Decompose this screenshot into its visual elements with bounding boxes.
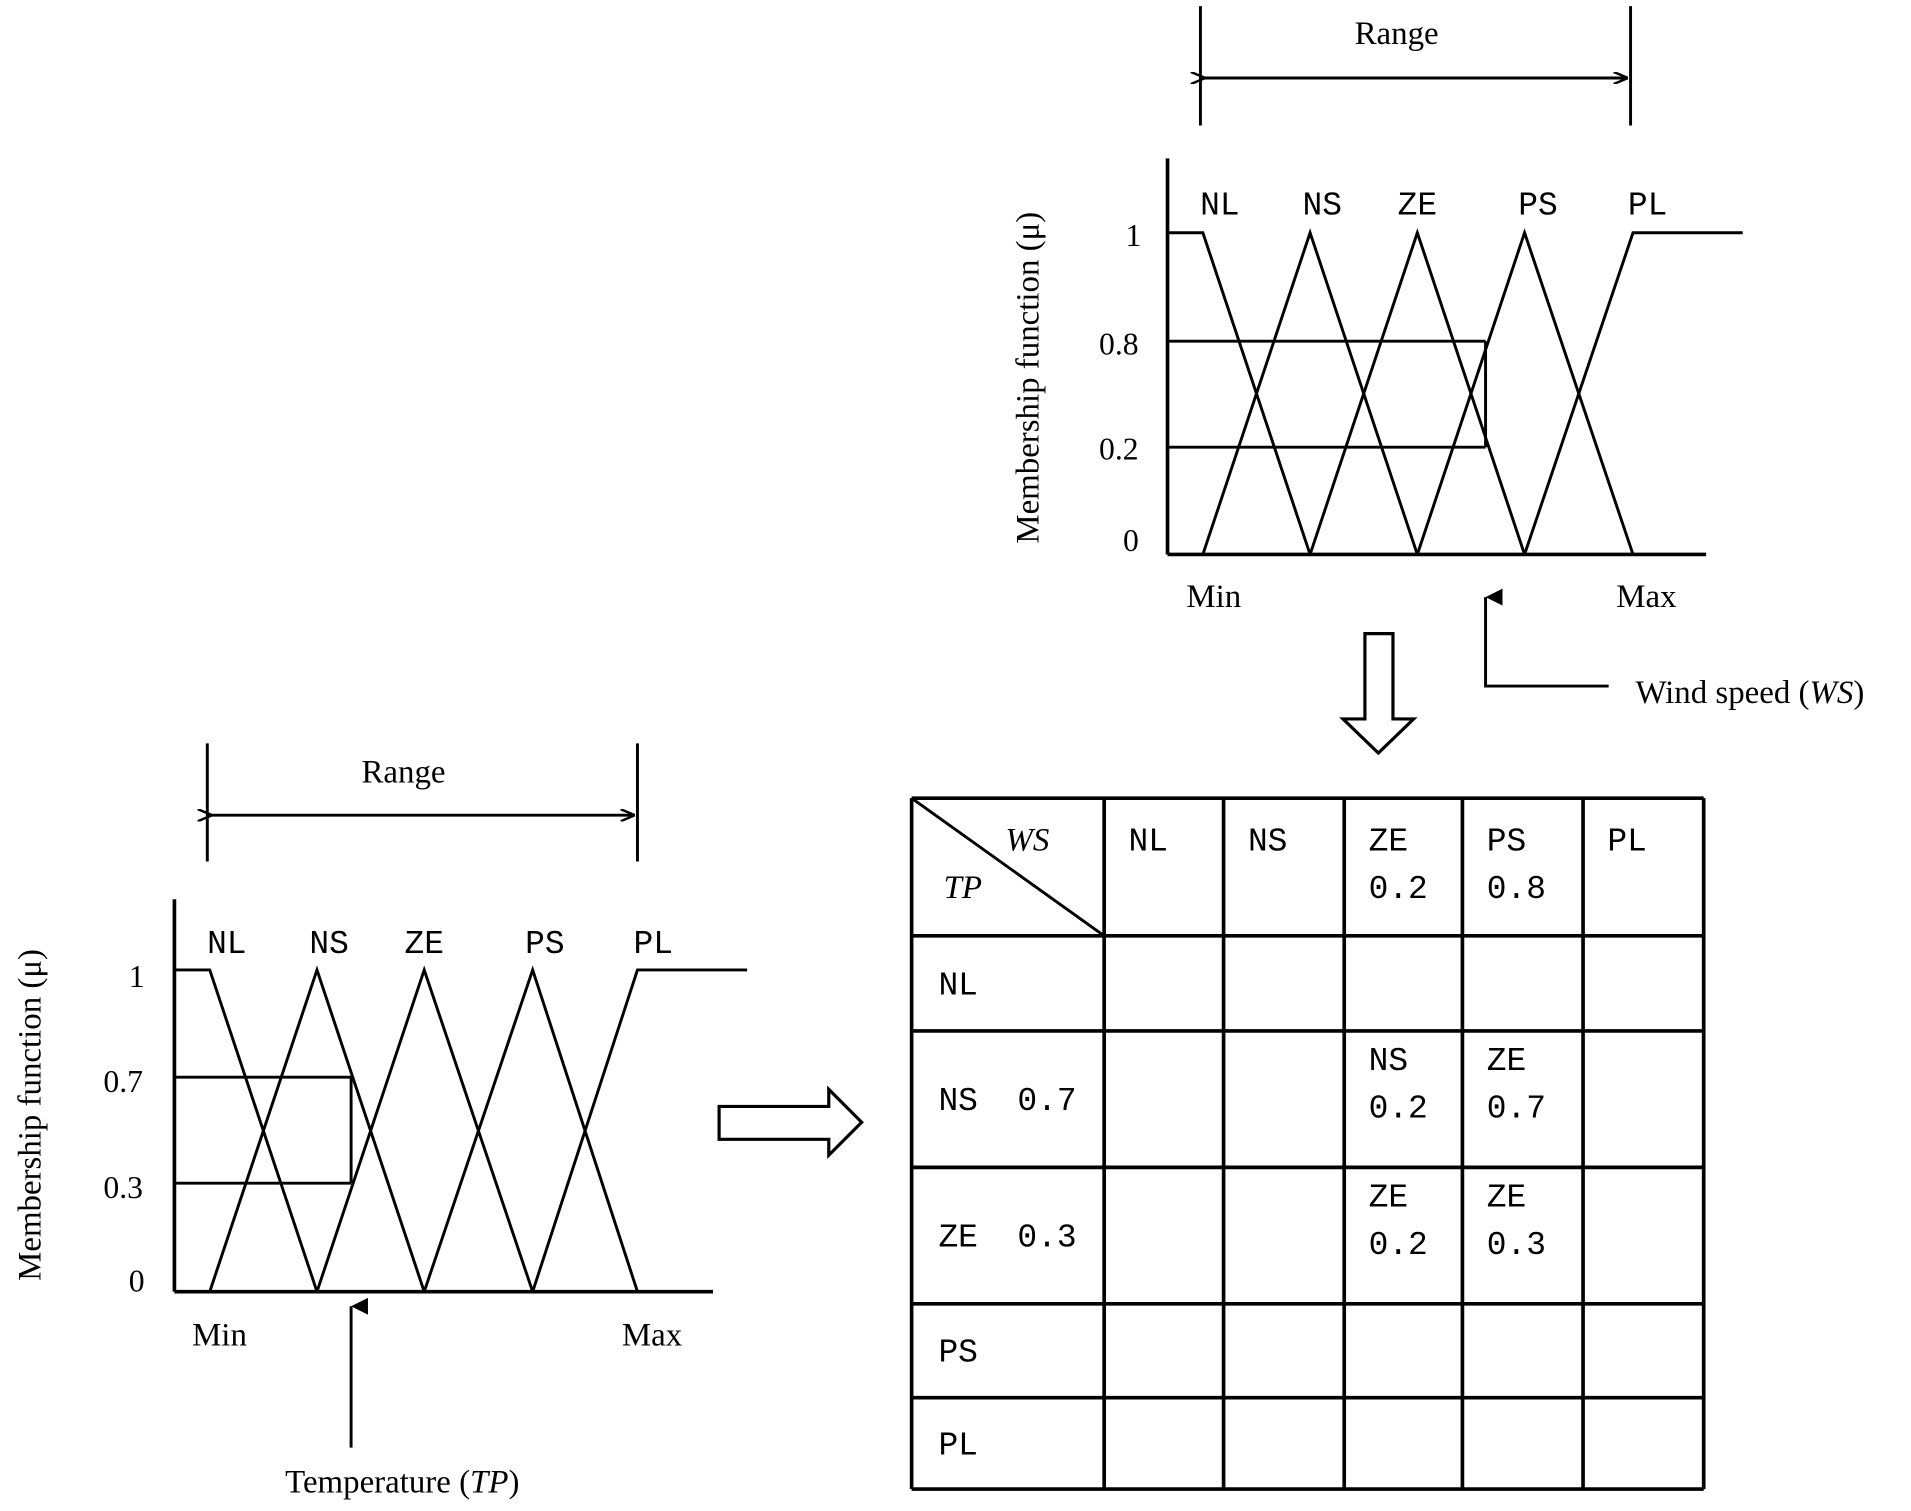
wind-speed-chart: Range Membership function (μ) 1 0.8 0.2 … [1010, 6, 1864, 711]
column-header: ZE [1369, 824, 1408, 861]
rule-cell-set: NS [1369, 1043, 1408, 1080]
mf-ze [315, 965, 535, 1293]
set-label-nl: NL [1200, 187, 1239, 224]
mf-ns [1201, 228, 1419, 555]
rule-cell-value: 0.7 [1487, 1090, 1546, 1127]
set-label-ze: ZE [1398, 187, 1437, 224]
row-header: NS 0.7 [938, 1083, 1076, 1120]
y-tick-label: 1 [1125, 218, 1141, 253]
column-header-value: 0.2 [1369, 871, 1428, 908]
mf-ze [1308, 228, 1526, 555]
y-tick-label: 0.7 [103, 1064, 143, 1099]
set-label-pl: PL [634, 926, 673, 963]
rule-cell-set: ZE [1369, 1179, 1408, 1216]
y-tick-label: 0.3 [103, 1170, 143, 1205]
mf-ps [422, 965, 639, 1293]
rule-cell-set: ZE [1487, 1043, 1526, 1080]
set-label-ns: NS [1303, 187, 1342, 224]
rule-cell-value: 0.2 [1369, 1090, 1428, 1127]
input-arrow [1484, 588, 1609, 688]
set-label-ze: ZE [404, 926, 443, 963]
set-label-nl: NL [207, 926, 246, 963]
set-label-pl: PL [1628, 187, 1667, 224]
corner-row-label: TP [944, 870, 982, 906]
row-header: PL [938, 1427, 977, 1464]
column-header-value: 0.8 [1487, 871, 1546, 908]
column-header: NS [1248, 824, 1287, 861]
x-max-label: Max [622, 1317, 683, 1353]
column-header: PL [1607, 824, 1646, 861]
set-label-ns: NS [309, 926, 348, 963]
mf-pl [531, 968, 748, 1293]
corner-col-label: WS [1005, 823, 1049, 859]
mf-ns [208, 965, 426, 1293]
column-header: PS [1487, 824, 1526, 861]
range-label: Range [361, 754, 445, 790]
rule-cell-value: 0.2 [1369, 1227, 1428, 1264]
mf-nl [1167, 231, 1312, 555]
y-axis-label: Membership function (μ) [12, 949, 48, 1281]
corner-diagonal [910, 796, 1106, 938]
x-min-label: Min [192, 1317, 247, 1353]
y-tick-label: 0 [1123, 523, 1139, 558]
rule-cell-value: 0.3 [1487, 1227, 1546, 1264]
mf-ps [1415, 228, 1635, 555]
down-arrow-icon [1339, 632, 1418, 756]
row-header: PS [938, 1335, 977, 1372]
x-max-label: Max [1616, 579, 1677, 615]
y-axis-label: Membership function (μ) [1010, 212, 1046, 544]
x-min-label: Min [1186, 579, 1241, 615]
column-header: NL [1129, 824, 1168, 861]
right-arrow-icon [717, 1085, 864, 1160]
temperature-chart: Range Membership function (μ) 1 0.7 0.3 … [12, 743, 748, 1501]
row-header: NL [938, 967, 977, 1004]
rule-cell-set: ZE [1487, 1179, 1526, 1216]
y-tick-label: 0.8 [1099, 327, 1139, 362]
input-label: Temperature (TP) [285, 1465, 519, 1501]
set-label-ps: PS [525, 926, 564, 963]
y-tick-label: 1 [129, 959, 145, 994]
mf-nl [174, 968, 319, 1293]
input-label: Wind speed (WS) [1635, 675, 1864, 711]
range-label: Range [1355, 16, 1439, 52]
mf-pl [1523, 231, 1743, 555]
row-header: ZE 0.3 [938, 1220, 1076, 1257]
set-label-ps: PS [1518, 187, 1557, 224]
y-tick-label: 0 [129, 1264, 145, 1299]
y-tick-label: 0.2 [1099, 431, 1139, 466]
